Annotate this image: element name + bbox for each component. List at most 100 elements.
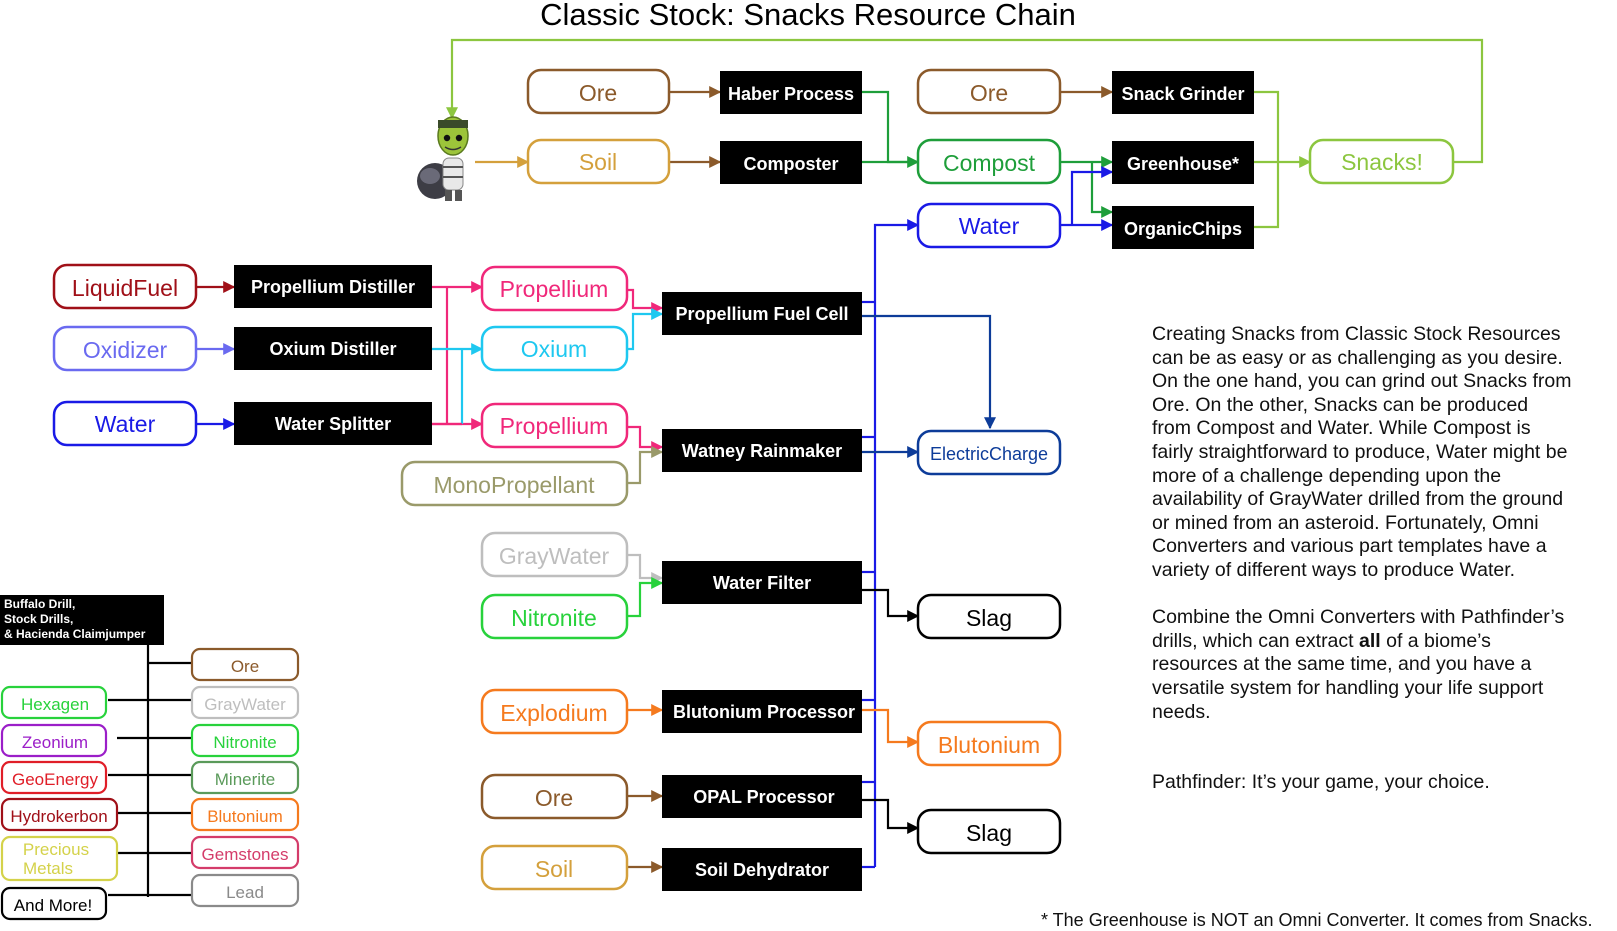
description-paragraph-2-start: Combine the Omni Converters with Pathfin… — [1152, 606, 1565, 652]
nitronite-resource-label: Nitronite — [213, 733, 276, 752]
slag-label-2: Slag — [966, 820, 1012, 846]
connectors — [108, 38, 1484, 897]
oxidizer-label: Oxidizer — [83, 337, 168, 363]
zeonium-label: Zeonium — [22, 733, 88, 752]
geoenergy-label: GeoEnergy — [12, 770, 98, 789]
blutonium-output-node — [916, 720, 1062, 767]
snack-grinder-node — [1112, 71, 1254, 114]
compost-node — [916, 138, 1062, 185]
hydrokerbon-node — [0, 797, 119, 832]
compost-label: Compost — [943, 150, 1036, 176]
blutonium-processor-label: Blutonium Processor — [673, 702, 855, 722]
soil-label-bottom: Soil — [535, 856, 573, 882]
soil-node — [526, 138, 671, 185]
water-label-top: Water — [959, 213, 1020, 239]
lead-resource-node — [190, 873, 300, 908]
ore-label-bottom: Ore — [535, 785, 573, 811]
blutonium-output-label: Blutonium — [938, 732, 1040, 758]
snacks-node — [1308, 138, 1455, 185]
ore-resource-label: Ore — [231, 657, 259, 676]
hexagen-label: Hexagen — [21, 695, 89, 714]
ore-node — [526, 68, 671, 115]
propellium-distiller-label: Propellium Distiller — [251, 277, 415, 297]
electric-charge-node — [916, 429, 1062, 476]
ore-resource-node — [190, 647, 300, 682]
description-text: Creating Snacks from Classic Stock Resou… — [1152, 323, 1572, 795]
greenhouse-node — [1112, 141, 1254, 184]
ore-label: Ore — [579, 80, 617, 106]
description-paragraph-2: Combine the Omni Converters with Pathfin… — [1152, 606, 1572, 724]
organic-chips-label: OrganicChips — [1124, 219, 1242, 239]
metals-label: Metals — [23, 859, 73, 878]
propellium-distiller-node — [234, 265, 432, 308]
geoenergy-node — [0, 760, 108, 795]
description-paragraph-2-end: of a biome’s resources at the same time,… — [1152, 629, 1544, 723]
mono-propellant-label: MonoPropellant — [433, 472, 595, 498]
soil-node-bottom — [480, 844, 629, 891]
water-filter-label: Water Filter — [713, 573, 811, 593]
water-splitter-node — [234, 402, 432, 445]
soil-label: Soil — [579, 149, 617, 175]
slag-node-1 — [916, 593, 1062, 640]
slag-node-2 — [916, 808, 1062, 855]
hexagen-node — [0, 685, 108, 720]
mono-propellant-node — [400, 460, 629, 507]
drills-legend: Buffalo Drill, Stock Drills, & Hacienda … — [0, 595, 300, 921]
description-paragraph-3: Pathfinder: It’s your game, your choice. — [1152, 771, 1490, 794]
explodium-node — [480, 688, 629, 735]
oxium-distiller-node — [234, 327, 432, 370]
water-node-left — [52, 400, 198, 447]
propellium-label-1: Propellium — [500, 276, 609, 302]
gray-water-node — [480, 531, 629, 578]
oxium-distiller-label: Oxium Distiller — [269, 339, 396, 359]
precious-metals-node — [0, 835, 119, 882]
snacks-feedback-arrow — [446, 38, 1484, 164]
electric-charge-label: ElectricCharge — [930, 444, 1048, 464]
propellium-fuel-cell-label: Propellium Fuel Cell — [675, 304, 848, 324]
snack-grinder-label: Snack Grinder — [1121, 84, 1244, 104]
propellium-fuel-cell-node — [662, 292, 862, 335]
kerbal-icon — [417, 116, 469, 201]
graywater-resource-node — [190, 685, 300, 720]
watney-rainmaker-label: Watney Rainmaker — [682, 441, 842, 461]
water-splitter-label: Water Splitter — [275, 414, 391, 434]
haber-process-label: Haber Process — [728, 84, 854, 104]
propellium-label-2: Propellium — [500, 413, 609, 439]
oxidizer-node — [52, 325, 198, 372]
hydrokerbon-label: Hydrokerbon — [10, 807, 107, 826]
lead-resource-label: Lead — [226, 883, 264, 902]
explodium-label: Explodium — [500, 700, 607, 726]
gemstones-resource-node — [190, 835, 300, 870]
organic-chips-node — [1112, 206, 1254, 249]
blutonium-resource-node — [190, 797, 300, 832]
water-label-left: Water — [95, 411, 156, 437]
water-filter-node — [662, 561, 862, 604]
nitronite-resource-node — [190, 723, 300, 758]
graywater-resource-label: GrayWater — [204, 695, 286, 714]
precious-label: Precious — [23, 840, 89, 859]
zeonium-node — [0, 723, 108, 758]
blutonium-processor-node — [662, 690, 862, 733]
opal-processor-node — [662, 775, 862, 818]
slag-label-1: Slag — [966, 605, 1012, 631]
ore-node-2 — [916, 68, 1062, 115]
gray-water-label: GrayWater — [499, 543, 610, 569]
water-node-top — [916, 202, 1062, 249]
drills-line-3: & Hacienda Claimjumper — [4, 627, 146, 641]
soil-dehydrator-label: Soil Dehydrator — [695, 860, 829, 880]
liquid-fuel-node — [52, 263, 198, 310]
gemstones-resource-label: Gemstones — [202, 845, 289, 864]
liquid-fuel-label: LiquidFuel — [72, 275, 178, 301]
nodes: Ore Soil Haber Process Composter Ore Com… — [52, 68, 1455, 891]
minerite-resource-node — [190, 760, 300, 795]
drills-box — [0, 595, 164, 645]
oxium-label: Oxium — [521, 336, 587, 362]
nitronite-node — [480, 593, 629, 640]
ore-node-bottom — [480, 773, 629, 820]
description-paragraph-1: Creating Snacks from Classic Stock Resou… — [1152, 323, 1572, 581]
watney-rainmaker-node — [662, 429, 862, 472]
soil-dehydrator-node — [662, 848, 862, 891]
propellium-node-1 — [480, 265, 629, 312]
snacks-label: Snacks! — [1341, 149, 1423, 175]
